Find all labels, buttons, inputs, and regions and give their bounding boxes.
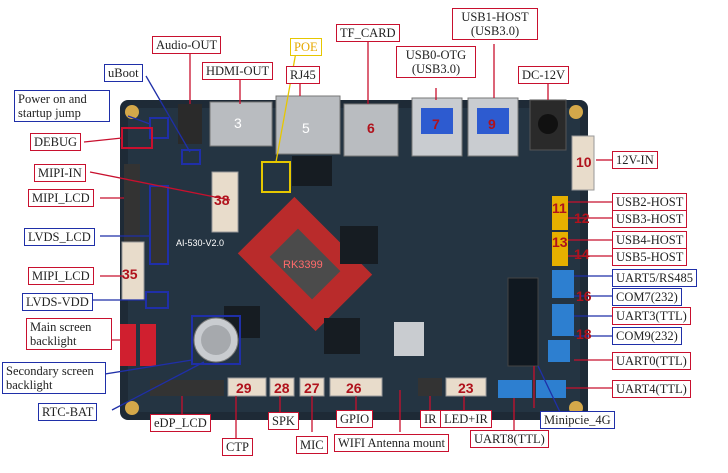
marker-3: 3 [234, 115, 242, 131]
label-led-ir: LED+IR [440, 410, 492, 428]
marker-6: 6 [367, 120, 375, 136]
label-ctp: CTP [222, 438, 253, 456]
memory-chip [340, 226, 378, 264]
label-minipcie-4g: Minipcie_4G [540, 411, 615, 429]
usb3-header [552, 208, 568, 230]
label-usb2-host: USB2-HOST [612, 193, 688, 211]
label-edp-lcd: eDP_LCD [150, 414, 211, 432]
lvds-header [150, 186, 168, 264]
edp-connector [150, 380, 224, 396]
dc-jack-hole [538, 114, 558, 134]
marker-13: 13 [552, 234, 568, 250]
usb1-connector [467, 97, 519, 157]
label-debug: DEBUG [30, 133, 82, 151]
usb0-port-blue [421, 108, 453, 134]
usb1-port-blue [477, 108, 509, 134]
label-dc-12v: DC-12V [518, 66, 570, 84]
label-mic: MIC [296, 436, 328, 454]
label-power-jump: Power on and startup jump [14, 90, 110, 122]
minipcie-slot [507, 277, 539, 367]
mipi-in-connector [211, 171, 239, 233]
label-main-backlight: Main screen backlight [26, 318, 112, 350]
secondary-backlight-connector [140, 324, 156, 366]
label-mipi-lcd-bottom: MIPI_LCD [28, 267, 94, 285]
label-uart8-ttl: UART8(TTL) [470, 430, 549, 448]
label-audio-out: Audio-OUT [152, 36, 222, 54]
marker-11: 11 [552, 200, 567, 216]
label-lvds-lcd: LVDS_LCD [24, 228, 95, 246]
terminal-uart0 [548, 340, 570, 362]
marker-23: 23 [458, 380, 474, 396]
led-ir-connector [445, 377, 487, 397]
label-poe: POE [290, 38, 322, 56]
memory-chip [324, 318, 360, 354]
label-wifi-antenna: WIFI Antenna mount [334, 434, 449, 452]
label-mipi-in: MIPI-IN [34, 164, 86, 182]
pmic-chip [292, 156, 332, 186]
main-backlight-connector [120, 324, 136, 366]
marker-16: 16 [576, 288, 592, 304]
uboot-highlight [181, 149, 201, 165]
label-lvds-vdd: LVDS-VDD [22, 293, 93, 311]
soc-die [269, 228, 341, 300]
ctp-connector [227, 377, 267, 397]
usb5-header [552, 244, 568, 266]
marker-9: 9 [488, 116, 496, 132]
marker-28: 28 [274, 380, 290, 396]
marker-38: 38 [214, 192, 230, 208]
rtc-battery-inner [201, 325, 231, 355]
wifi-module [394, 322, 424, 356]
marker-10: 10 [576, 154, 592, 170]
board-model: AI-530-V2.0 [176, 238, 225, 248]
tf-card-slot [343, 103, 399, 157]
marker-14: 14 [574, 246, 590, 262]
hdmi-connector [209, 101, 273, 147]
marker-27: 27 [304, 380, 320, 396]
label-com7: COM7(232) [612, 288, 682, 306]
marker-18: 18 [576, 326, 592, 342]
uart4-terminal [536, 380, 566, 398]
label-usb3-host: USB3-HOST [612, 210, 688, 228]
mount-hole [125, 401, 139, 415]
label-com9: COM9(232) [612, 327, 682, 345]
label-secondary-backlight: Secondary screen backlight [2, 362, 106, 394]
label-gpio: GPIO [336, 410, 374, 428]
label-mipi-lcd-top: MIPI_LCD [28, 189, 94, 207]
marker-29: 29 [236, 380, 252, 396]
mipi-header [124, 164, 140, 242]
label-uart5-rs485: UART5/RS485 [612, 269, 698, 287]
label-rtc-bat: RTC-BAT [38, 403, 98, 421]
label-uart0-ttl: UART0(TTL) [612, 352, 691, 370]
label-12v-in: 12V-IN [612, 151, 658, 169]
header-12v [571, 135, 595, 191]
marker-26: 26 [346, 380, 362, 396]
label-usb5-host: USB5-HOST [612, 248, 688, 266]
label-tf-card: TF_CARD [336, 24, 400, 42]
label-usb0-otg: USB0-OTG (USB3.0) [396, 46, 476, 78]
marker-5: 5 [302, 120, 310, 136]
marker-7: 7 [432, 116, 440, 132]
soc-label: RK3399 [283, 259, 323, 271]
terminal-uart3 [552, 304, 574, 336]
uart8-terminal [498, 380, 532, 398]
mount-hole [569, 105, 583, 119]
marker-35: 35 [122, 266, 138, 282]
spk-connector [269, 377, 295, 397]
label-spk: SPK [268, 412, 299, 430]
label-uboot: uBoot [104, 64, 143, 82]
label-uart3-ttl: UART3(TTL) [612, 307, 691, 325]
label-uart4-ttl: UART4(TTL) [612, 380, 691, 398]
marker-12: 12 [574, 210, 590, 226]
label-rj45: RJ45 [286, 66, 320, 84]
label-ir: IR [420, 410, 441, 428]
ir-connector [418, 378, 442, 396]
label-usb1-host: USB1-HOST (USB3.0) [452, 8, 538, 40]
label-usb4-host: USB4-HOST [612, 231, 688, 249]
rtc-highlight [191, 315, 241, 365]
terminal-uart5 [552, 270, 574, 298]
label-hdmi-out: HDMI-OUT [202, 62, 274, 80]
